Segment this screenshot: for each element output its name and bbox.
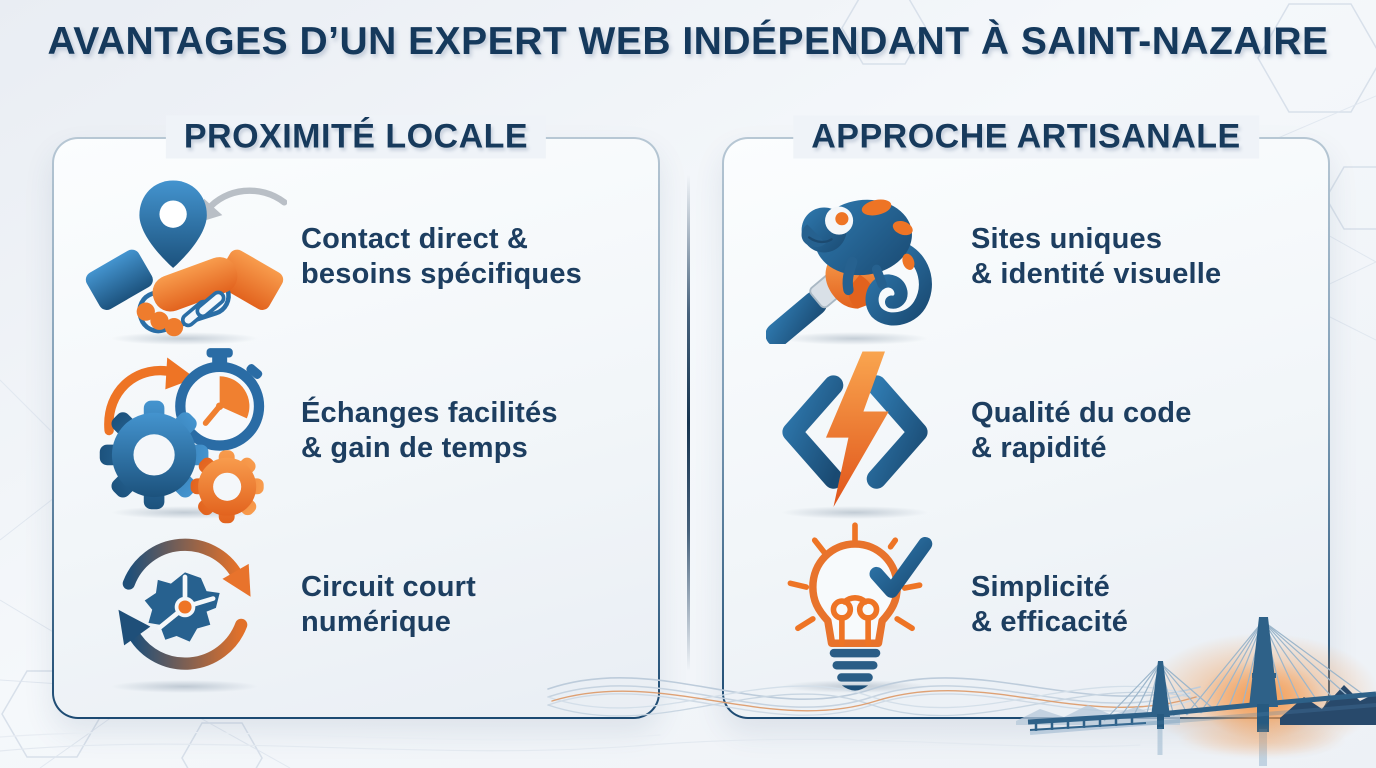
lightbulb-checkmark-icon bbox=[752, 521, 957, 693]
column-header-artisanale: APPROCHE ARTISANALE bbox=[793, 115, 1259, 159]
item-label: Simplicité & efficacité bbox=[971, 570, 1129, 638]
card-approche-artisanale: APPROCHE ARTISANALE bbox=[722, 115, 1330, 719]
card-body: Contact direct & besoins spécifiques bbox=[54, 139, 658, 717]
column-header-proximite: PROXIMITÉ LOCALE bbox=[165, 115, 547, 159]
gears-stopwatch-icon bbox=[82, 347, 287, 524]
card-proximite-locale: PROXIMITÉ LOCALE bbox=[52, 115, 660, 719]
item-label: Échanges facilités & gain de temps bbox=[301, 396, 558, 464]
item-label: Sites uniques & identité visuelle bbox=[971, 222, 1222, 290]
item-sites-uniques: Sites uniques & identité visuelle bbox=[752, 173, 1308, 345]
item-qualite-code: Qualité du code & rapidité bbox=[752, 347, 1308, 519]
card-body: Sites uniques & identité visuelle Qualit… bbox=[724, 139, 1328, 717]
map-sync-arrows-icon bbox=[82, 521, 287, 693]
column-divider bbox=[687, 175, 690, 671]
item-circuit-court: Circuit court numérique bbox=[82, 521, 638, 693]
page-title: AVANTAGES D’UN EXPERT WEB INDÉPENDANT À … bbox=[47, 20, 1329, 63]
item-label: Contact direct & besoins spécifiques bbox=[301, 222, 582, 290]
chameleon-paintbrush-icon bbox=[752, 173, 957, 345]
item-contact-direct: Contact direct & besoins spécifiques bbox=[82, 173, 638, 345]
item-simplicite-efficacite: Simplicité & efficacité bbox=[752, 521, 1308, 693]
handshake-location-pin-icon bbox=[82, 173, 287, 345]
item-label: Circuit court numérique bbox=[301, 570, 476, 638]
item-echanges-facilites: Échanges facilités & gain de temps bbox=[82, 347, 638, 524]
code-brackets-lightning-icon bbox=[752, 347, 957, 519]
item-label: Qualité du code & rapidité bbox=[971, 396, 1192, 464]
